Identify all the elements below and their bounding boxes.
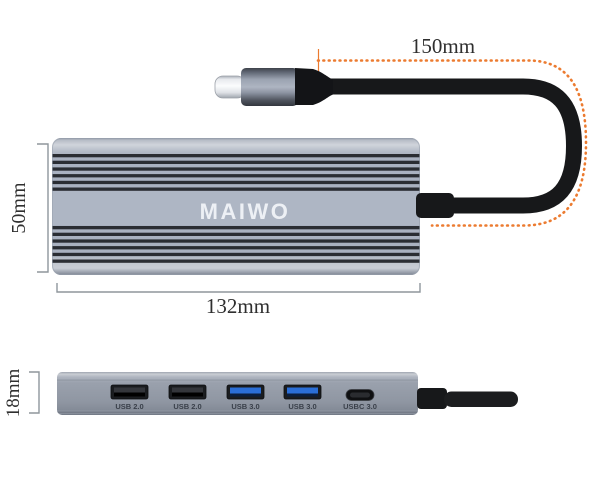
bottom-strain-relief xyxy=(417,388,447,409)
usb-cable xyxy=(324,78,582,214)
port-usbc: USBC 3.0 xyxy=(343,389,377,411)
usb3-tongue xyxy=(230,387,261,394)
hub-bottom-view: USB 2.0 USB 2.0 USB 3.0 USB 3.0 USBC 3. xyxy=(57,372,518,415)
hub-top-view: MAIWO xyxy=(52,138,454,275)
dimension-body-width-label: 132mm xyxy=(206,294,270,318)
port-label: USBC 3.0 xyxy=(343,402,377,411)
brand-logo: MAIWO xyxy=(200,199,291,224)
dimension-cable-length: 150mm xyxy=(411,34,475,58)
port-label: USB 3.0 xyxy=(231,402,259,411)
cable-length-guide xyxy=(316,49,588,227)
connector-strain-relief xyxy=(295,68,333,105)
width-bracket xyxy=(56,283,421,293)
usb3-tongue xyxy=(287,387,318,394)
dimension-body-height: 50mm xyxy=(8,143,49,273)
bottom-lower-groove xyxy=(57,411,418,413)
port-label: USB 2.0 xyxy=(173,402,201,411)
usb2-tongue xyxy=(114,387,145,393)
usb2-tongue xyxy=(172,387,203,393)
dotted-measure-path xyxy=(316,59,588,227)
usbc-tongue xyxy=(350,392,370,398)
bottom-cable xyxy=(444,391,518,407)
hub-ridges xyxy=(52,154,420,263)
port-usb3-2: USB 3.0 xyxy=(283,384,322,411)
thickness-bracket xyxy=(29,371,40,414)
bottom-top-groove xyxy=(57,379,418,381)
port-usb2-2: USB 2.0 xyxy=(168,384,207,411)
dimension-body-width: 132mm xyxy=(56,283,421,318)
cable-hub-strain-relief xyxy=(416,193,454,218)
port-usb3-1: USB 3.0 xyxy=(226,384,265,411)
dimension-body-height-label: 50mm xyxy=(8,182,30,234)
connector-body xyxy=(241,68,298,106)
connector-tip xyxy=(214,75,246,99)
port-label: USB 2.0 xyxy=(115,402,143,411)
height-bracket xyxy=(37,143,49,273)
dimension-body-thickness-label: 18mm xyxy=(3,369,24,418)
port-usb2-1: USB 2.0 xyxy=(110,384,149,411)
bottom-view-cable xyxy=(417,388,518,409)
dimension-body-thickness: 18mm xyxy=(3,369,40,418)
usb-c-connector xyxy=(214,68,333,106)
port-label: USB 3.0 xyxy=(288,402,316,411)
